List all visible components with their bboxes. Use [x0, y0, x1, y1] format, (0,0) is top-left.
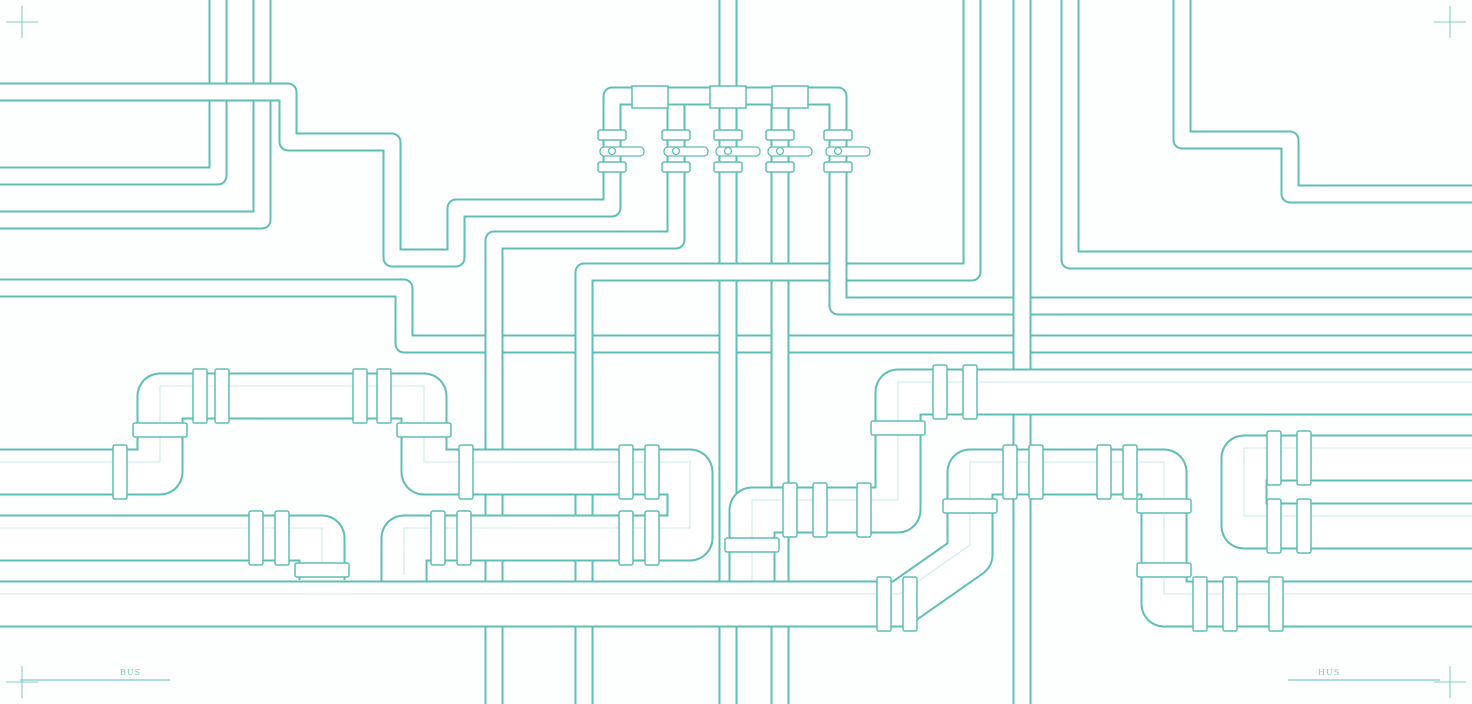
thin-pipe-2	[1172, 0, 1472, 204]
valve-nut	[597, 129, 627, 141]
pipe-coupling	[1266, 498, 1282, 554]
pipe-coupling	[782, 482, 798, 538]
thin-pipe-3-fill	[1062, 0, 1472, 268]
pipe-coupling	[1268, 576, 1284, 632]
pipe-coupling	[214, 368, 230, 424]
valve-stem	[833, 146, 843, 156]
valve-nut	[661, 129, 691, 141]
pipe-coupling	[644, 444, 660, 500]
pipe-coupling	[618, 510, 634, 566]
large-pipe-3-highlight	[0, 461, 1472, 595]
pipe-coupling	[1002, 444, 1018, 500]
pipe-coupling	[812, 482, 828, 538]
valve-stem	[775, 146, 785, 156]
corner-label-left: BUS	[120, 668, 142, 677]
large-pipe-4-highlight	[1243, 447, 1472, 517]
pipe-coupling	[1192, 576, 1208, 632]
valve-nut	[765, 129, 795, 141]
pipe-coupling	[1136, 498, 1192, 514]
pipe-coupling	[458, 444, 474, 500]
valve-nut	[823, 161, 853, 173]
pipe-coupling	[132, 422, 188, 438]
thin-pipe-1-fill	[0, 0, 270, 228]
thin-pipe-0-fill	[0, 0, 226, 184]
large-pipe-1-fill	[0, 374, 712, 585]
pipe-coupling	[870, 420, 926, 436]
pipe-coupling	[112, 444, 128, 500]
header-cross	[709, 85, 747, 109]
pipe-coupling	[248, 510, 264, 566]
valve-stem	[671, 146, 681, 156]
thin-pipe-4-fill	[0, 280, 1472, 352]
large-pipe-4-fill	[1222, 436, 1472, 548]
thin-pipe-2-fill	[1174, 0, 1472, 202]
valve-nut	[765, 161, 795, 173]
pipe-coupling	[932, 364, 948, 420]
pipe-coupling	[456, 510, 472, 566]
large-pipe-3-fill	[0, 450, 1472, 626]
pipe-coupling	[942, 498, 998, 514]
valve-icon	[715, 146, 761, 157]
pipe-coupling	[376, 368, 392, 424]
valve-icon	[599, 146, 645, 157]
pipe-coupling	[430, 510, 446, 566]
large-pipe-2-highlight	[751, 381, 1472, 585]
pipe-coupling	[724, 537, 780, 553]
pipe-coupling	[1296, 430, 1312, 486]
valve-nut	[661, 161, 691, 173]
thin-pipe-3	[1060, 0, 1472, 270]
pipe-coupling	[1222, 576, 1238, 632]
valve-icon	[663, 146, 709, 157]
pipe-coupling	[1028, 444, 1044, 500]
pipe-coupling	[644, 510, 660, 566]
pipe-coupling	[962, 364, 978, 420]
pipe-coupling	[192, 368, 208, 424]
pipe-coupling	[274, 510, 290, 566]
header-tee	[631, 85, 669, 109]
pipe-coupling	[856, 482, 872, 538]
large-pipe-0-highlight	[0, 527, 323, 570]
valve-nut	[713, 161, 743, 173]
pipe-coupling	[294, 562, 350, 578]
valve-nut	[597, 161, 627, 173]
pipe-coupling	[1096, 444, 1112, 500]
valve-nut	[823, 129, 853, 141]
large-pipe-0-fill	[0, 516, 344, 580]
pipe-coupling	[902, 576, 918, 632]
pipe-coupling	[1266, 430, 1282, 486]
pipe-coupling	[876, 576, 892, 632]
pipe-coupling	[618, 444, 634, 500]
pipe-coupling	[396, 422, 452, 438]
valve-stem	[607, 146, 617, 156]
valve-stem	[723, 146, 733, 156]
pipe-coupling	[1296, 498, 1312, 554]
header-tee	[771, 85, 809, 109]
pipe-coupling	[352, 368, 368, 424]
pipe-coupling	[1122, 444, 1138, 500]
valve-icon	[825, 146, 871, 157]
valve-nut	[713, 129, 743, 141]
pipe-coupling	[1136, 562, 1192, 578]
corner-label-right: HUS	[1318, 668, 1341, 677]
valve-icon	[767, 146, 813, 157]
